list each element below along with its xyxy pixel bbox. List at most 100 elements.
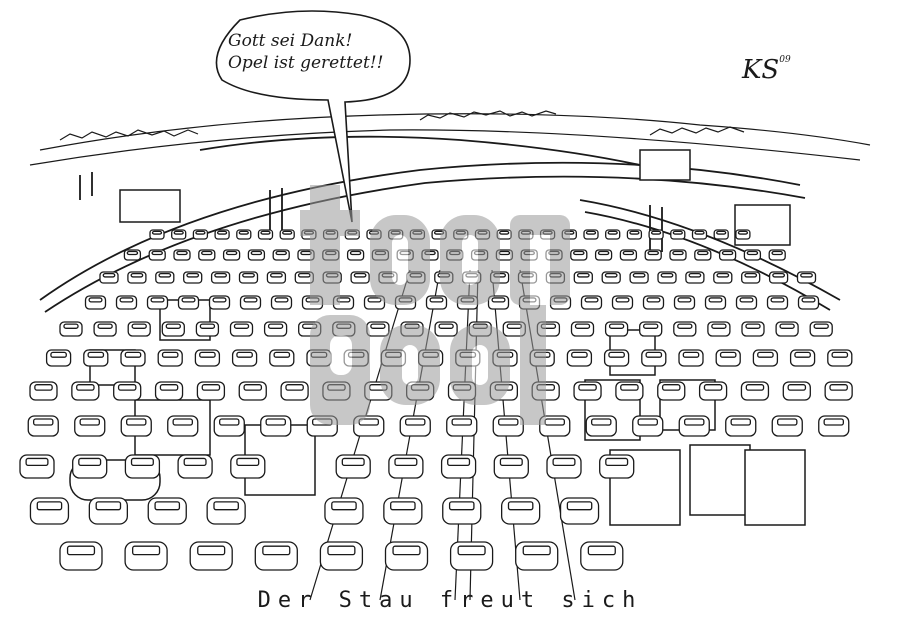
car-window	[719, 351, 737, 358]
car-window	[76, 384, 95, 391]
car-window	[165, 323, 181, 329]
car-window	[694, 230, 705, 235]
watermark-logo	[300, 185, 590, 445]
car-window	[117, 384, 137, 391]
car-window	[124, 351, 142, 358]
car-window	[66, 545, 96, 556]
car-window	[151, 250, 163, 256]
car-window	[597, 250, 610, 256]
car-window	[186, 272, 200, 278]
car-window	[491, 297, 506, 303]
car-window	[275, 250, 287, 256]
car-window	[216, 230, 228, 235]
car-window	[199, 351, 216, 358]
car-window	[218, 418, 240, 426]
car-window	[499, 457, 523, 467]
car-window	[154, 501, 181, 511]
car-window	[150, 297, 165, 303]
car-window	[745, 384, 765, 391]
car-window	[716, 230, 727, 235]
car-window	[236, 457, 260, 467]
car-window	[119, 297, 134, 303]
car-window	[629, 230, 640, 235]
signature-initials: KS	[742, 55, 780, 85]
car-window	[757, 351, 774, 358]
car-window	[212, 297, 227, 303]
car-window	[730, 418, 752, 426]
car-window	[587, 545, 616, 556]
car-window	[672, 230, 683, 235]
car-window	[243, 297, 258, 303]
car-window	[711, 323, 727, 329]
speech-bubble	[215, 10, 411, 223]
car-window	[507, 501, 534, 511]
car-window	[794, 351, 811, 358]
car-window	[823, 418, 845, 426]
car-window	[97, 323, 113, 329]
car-window	[632, 272, 646, 278]
car-window	[739, 297, 754, 303]
car-window	[448, 501, 475, 511]
car-window	[250, 250, 263, 256]
car-window	[78, 457, 102, 467]
car-window	[451, 418, 472, 426]
car-window	[95, 501, 122, 511]
car-window	[584, 297, 599, 303]
car-window	[499, 230, 510, 235]
car-window	[158, 272, 172, 278]
speech-line-2: Opel ist gerettet!!	[228, 53, 384, 73]
car-window	[770, 297, 785, 303]
car-window	[522, 545, 551, 556]
car-window	[130, 272, 144, 278]
car-window	[737, 230, 749, 235]
car-window	[214, 272, 228, 278]
car-window	[132, 545, 161, 556]
car-window	[622, 250, 635, 256]
car-window	[721, 250, 734, 256]
car-window	[151, 230, 163, 235]
car-window	[660, 272, 674, 278]
speech-line-1: Gott sei Dank!	[228, 31, 353, 51]
car-window	[176, 250, 188, 256]
car-window	[269, 272, 283, 278]
car-window	[201, 250, 213, 256]
car-window	[36, 501, 63, 511]
car-window	[672, 250, 684, 256]
car-window	[716, 272, 730, 278]
car-window	[645, 351, 663, 358]
car-window	[800, 272, 813, 278]
car-window	[643, 323, 659, 329]
car-window	[646, 297, 661, 303]
car-window	[79, 418, 101, 426]
car-window	[161, 351, 179, 358]
car-window	[63, 323, 79, 329]
car-window	[787, 384, 807, 391]
speech-bubble-text: Gott sei Dank! Opel ist gerettet!!	[228, 30, 383, 74]
car-window	[173, 230, 184, 235]
car-window	[447, 457, 471, 467]
car-window	[688, 272, 702, 278]
car-window	[260, 230, 271, 235]
car-window	[273, 351, 291, 358]
car-window	[126, 418, 147, 426]
car-window	[438, 323, 454, 329]
car-window	[267, 323, 284, 329]
car-window	[647, 250, 659, 256]
car-window	[608, 351, 625, 358]
car-window	[829, 384, 848, 391]
car-window	[282, 230, 293, 235]
car-window	[571, 351, 588, 358]
trucks-left	[69, 189, 316, 501]
car-window	[33, 418, 54, 426]
car-window	[552, 457, 576, 467]
car-window	[225, 250, 238, 256]
car-window	[566, 501, 593, 511]
car-window	[265, 418, 286, 426]
car-window	[608, 323, 625, 329]
car-window	[34, 384, 53, 391]
car-window	[126, 250, 139, 256]
car-window	[25, 457, 49, 467]
car-window	[331, 501, 357, 511]
car-window	[429, 297, 444, 303]
horizon-traffic	[29, 110, 871, 166]
